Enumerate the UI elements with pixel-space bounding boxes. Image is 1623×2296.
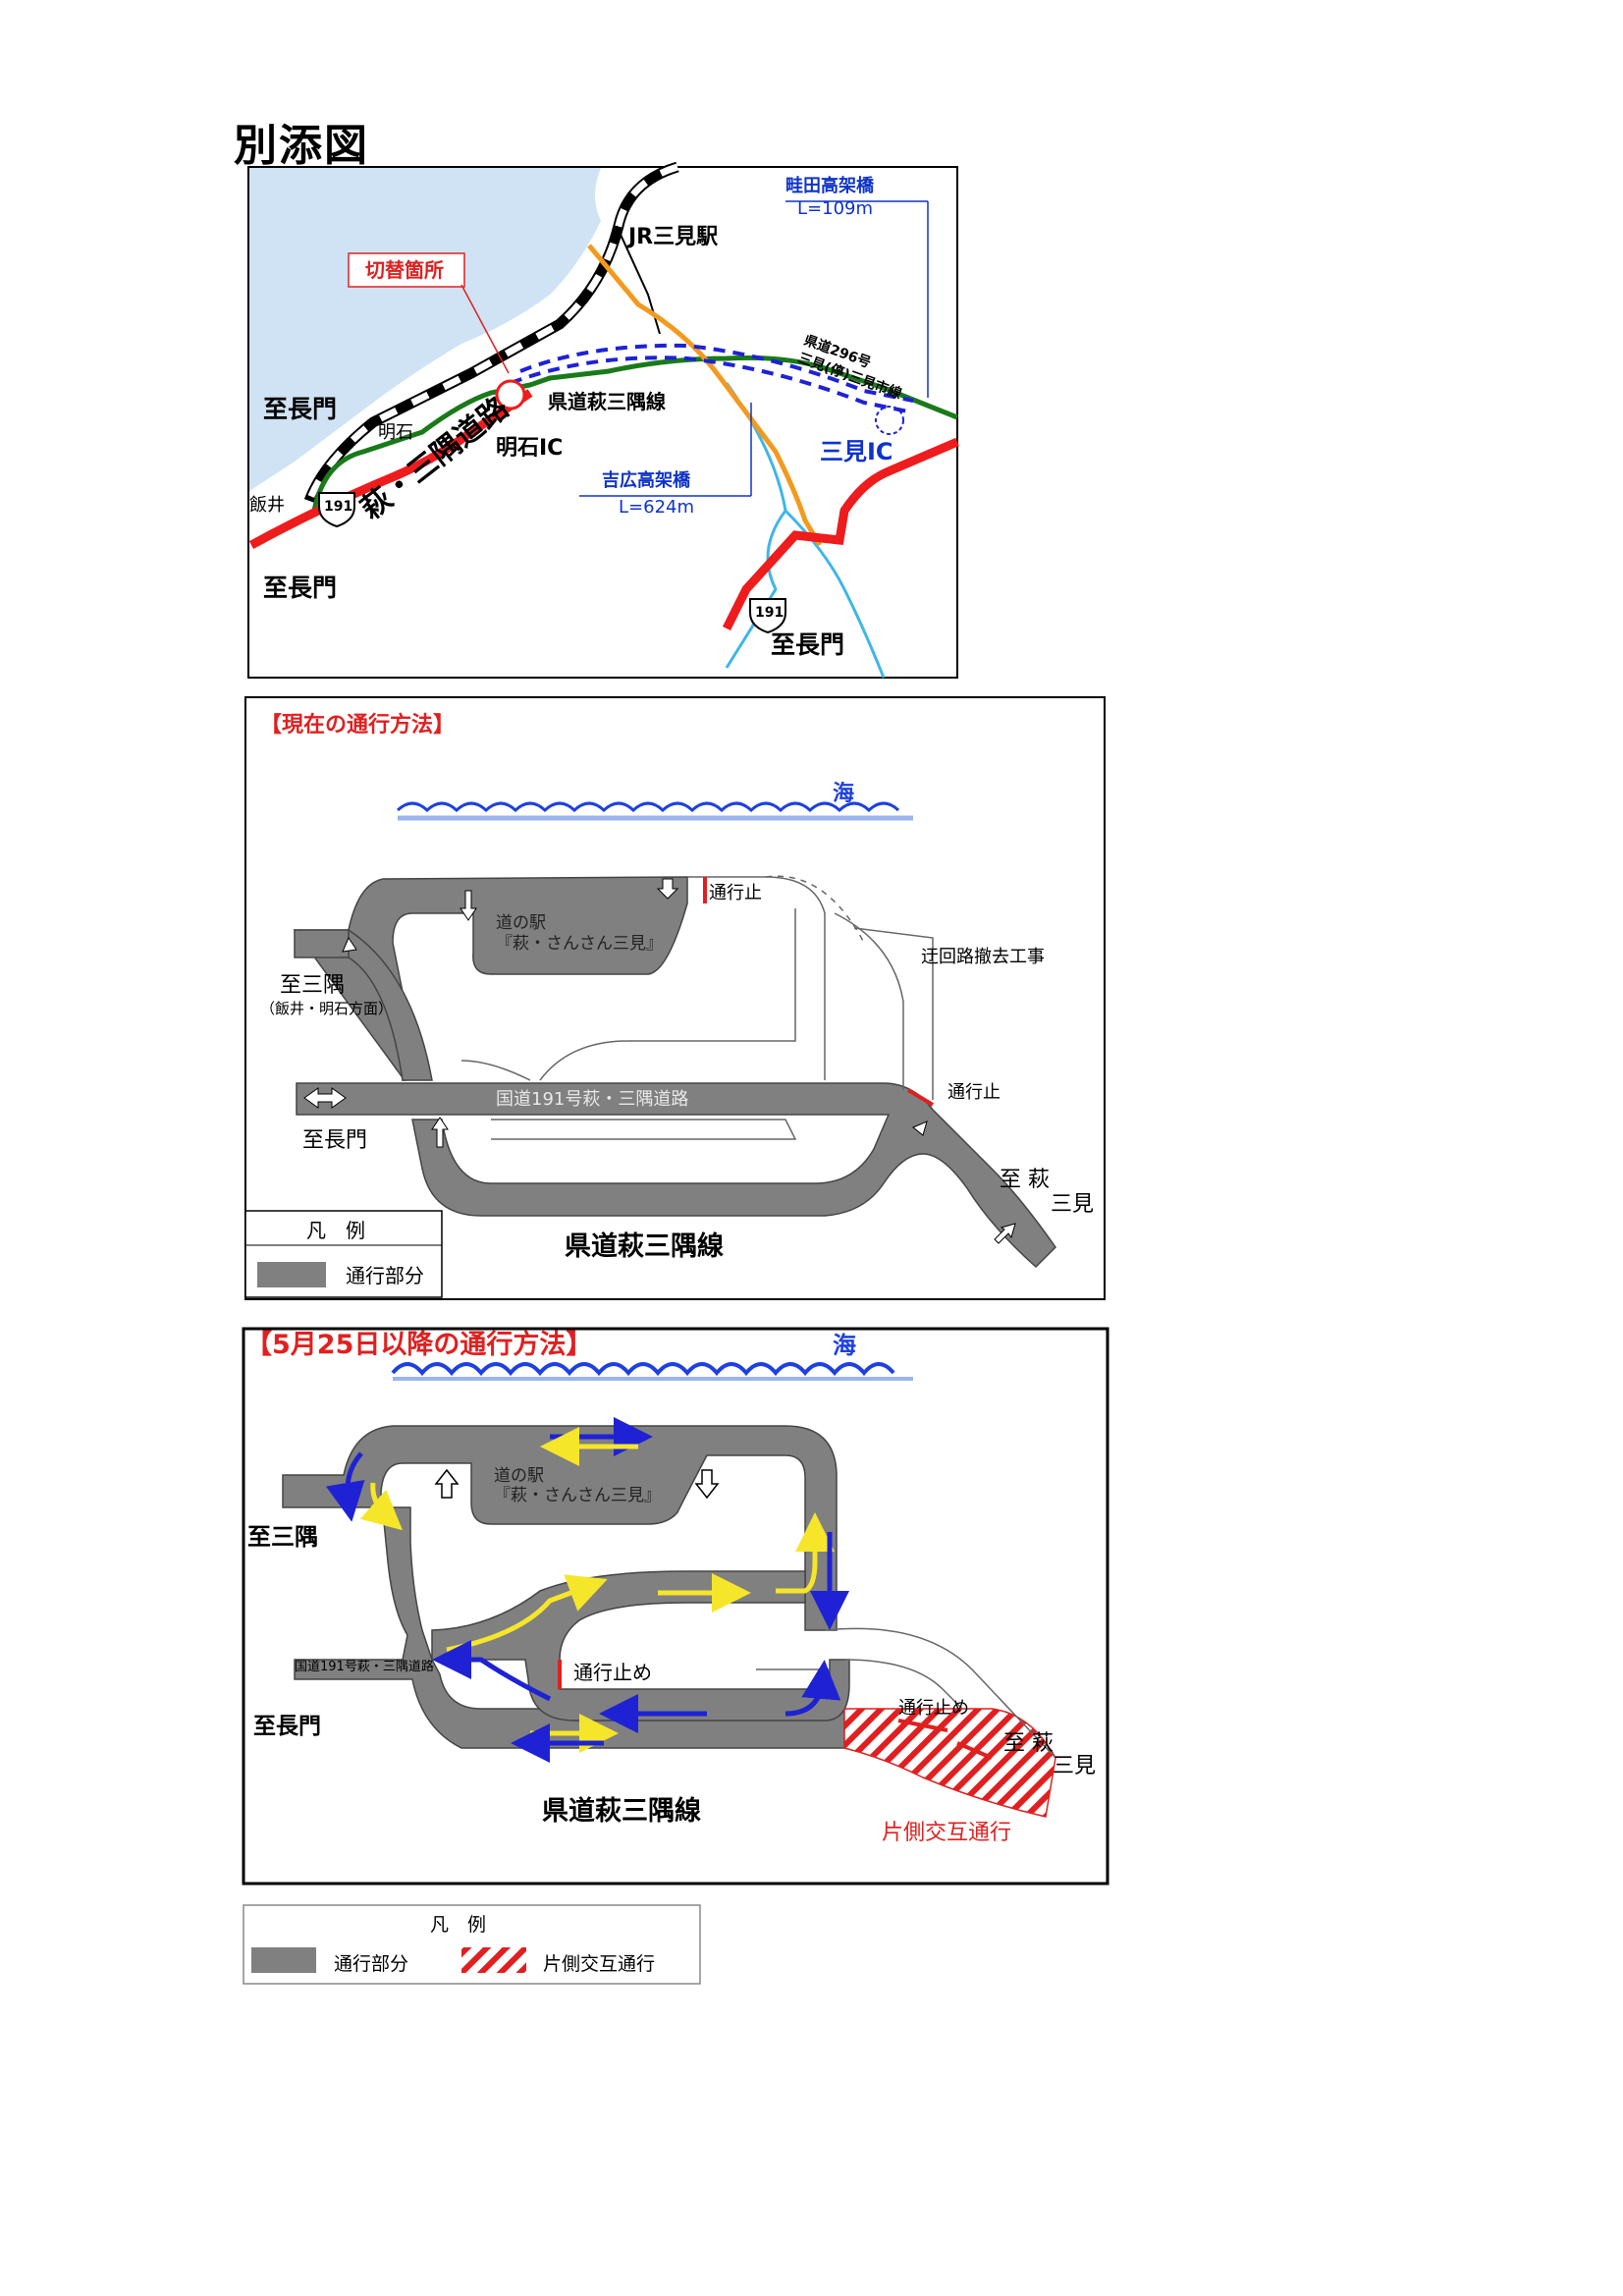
map-label-azeta-length: L=109m — [797, 198, 873, 219]
sanmi-ic-marker — [875, 406, 904, 435]
route-191-shield — [318, 492, 355, 528]
current-closed-1: 通行止 — [709, 883, 762, 903]
map-label-to-nagato: 至長門 — [771, 630, 844, 659]
map-label-to-nagato: 至長門 — [263, 574, 337, 602]
map-label-azeta-bridge: 畦田高架橋 — [785, 175, 875, 196]
current-legend-title: 凡 例 — [306, 1219, 365, 1242]
current-heading: 【現在の通行方法】 — [260, 712, 455, 738]
railway — [305, 163, 679, 503]
after-national-road: 国道191号萩・三隅道路 — [295, 1659, 434, 1674]
current-to-nagato: 至長門 — [302, 1128, 367, 1153]
direction-arrow — [912, 1121, 928, 1136]
current-detour-removal: 迂回路撤去工事 — [921, 947, 1045, 967]
current-to-hagi: 至 萩 — [1000, 1168, 1050, 1192]
map-label-191-b: 191 — [755, 605, 784, 621]
after-sea: 海 — [833, 1332, 856, 1359]
map-label-yoshihiro-bridge: 吉広高架橋 — [602, 469, 691, 491]
road-segment — [294, 929, 354, 958]
legend-title: 凡 例 — [430, 1914, 486, 1936]
sea-waves — [396, 801, 900, 813]
map-label-prefectural-road: 県道萩三隅線 — [548, 390, 666, 413]
map-label-jr-station: JR三見駅 — [626, 225, 718, 249]
map-label-sanmi-ic: 三見IC — [820, 438, 893, 465]
direction-arrow — [431, 1117, 449, 1148]
map-label-akashi: 明石 — [378, 422, 413, 443]
direction-arrow — [694, 1469, 720, 1500]
map-label-to-nagato: 至長門 — [263, 395, 337, 423]
current-michi-no-eki-name: 『萩・さんさん三見』 — [496, 934, 663, 954]
current-legend-passable: 通行部分 — [346, 1264, 424, 1287]
switch-point-marker — [495, 379, 526, 410]
road-segment — [348, 928, 433, 1081]
legend-passable: 通行部分 — [334, 1953, 408, 1975]
direction-arrow — [434, 1468, 460, 1499]
legend-alternating: 片側交互通行 — [543, 1953, 655, 1975]
after-closed-2: 通行止め — [898, 1698, 969, 1719]
current-michi-no-eki: 道の駅 — [496, 913, 546, 933]
current-national-road: 国道191号萩・三隅道路 — [496, 1089, 688, 1110]
location-map: 切替箇所 JR三見駅 至長門 明石 明石IC 飯井 萩・三隅道路 191 191… — [247, 161, 959, 679]
current-to-sumi-sub: （飯井・明石方面） — [260, 1000, 393, 1017]
after-to-hagi-sanmi: 三見 — [1053, 1754, 1096, 1778]
current-prefectural-road: 県道萩三隅線 — [565, 1230, 724, 1262]
map-label-yoshihiro-length: L=624m — [619, 497, 694, 518]
road-segment — [282, 1425, 845, 1749]
after-to-sumi: 至三隅 — [247, 1523, 318, 1551]
legend: 凡 例 通行部分 片側交互通行 — [243, 1904, 701, 1985]
page-title: 別添図 — [234, 121, 369, 171]
after-alternating: 片側交互通行 — [882, 1821, 1011, 1845]
sea-area — [249, 168, 601, 491]
map-label-akashi-ic: 明石IC — [496, 436, 563, 461]
direction-arrow — [460, 890, 477, 921]
direction-arrow — [342, 936, 357, 953]
current-closed-2: 通行止 — [947, 1082, 1001, 1103]
direction-arrow — [994, 1223, 1016, 1244]
highway-route — [722, 437, 959, 631]
map-label-switch: 切替箇所 — [365, 258, 444, 282]
after-prefectural-road: 県道萩三隅線 — [542, 1795, 701, 1827]
after-to-hagi: 至 萩 — [1003, 1731, 1054, 1756]
after-heading: 【5月25日以降の通行方法】 — [245, 1329, 592, 1360]
road-segment — [296, 1082, 1056, 1269]
current-to-sumi: 至三隅 — [280, 973, 345, 998]
after-michi-no-eki-name: 『萩・さんさん三見』 — [494, 1486, 661, 1505]
after-traffic-panel: 【5月25日以降の通行方法】 海 — [242, 1327, 1109, 1886]
map-label-iii: 飯井 — [249, 495, 285, 516]
orange-road — [587, 244, 823, 547]
direction-arrow — [656, 878, 679, 900]
direction-arrow — [303, 1087, 347, 1109]
prefectural-road-new — [510, 355, 914, 414]
after-closed-1: 通行止め — [573, 1661, 652, 1684]
sea-waves — [391, 1362, 895, 1377]
current-to-hagi-sanmi: 三見 — [1051, 1192, 1094, 1217]
route-191-shield — [749, 598, 786, 634]
current-traffic-panel: 【現在の通行方法】 海 通 — [244, 696, 1106, 1300]
after-to-nagato: 至長門 — [253, 1714, 321, 1739]
highway-route — [248, 389, 533, 549]
map-label-191-a: 191 — [324, 499, 352, 515]
current-sea: 海 — [833, 781, 854, 806]
after-michi-no-eki: 道の駅 — [494, 1466, 544, 1486]
alternating-section — [843, 1708, 1056, 1818]
green-road — [311, 355, 958, 512]
